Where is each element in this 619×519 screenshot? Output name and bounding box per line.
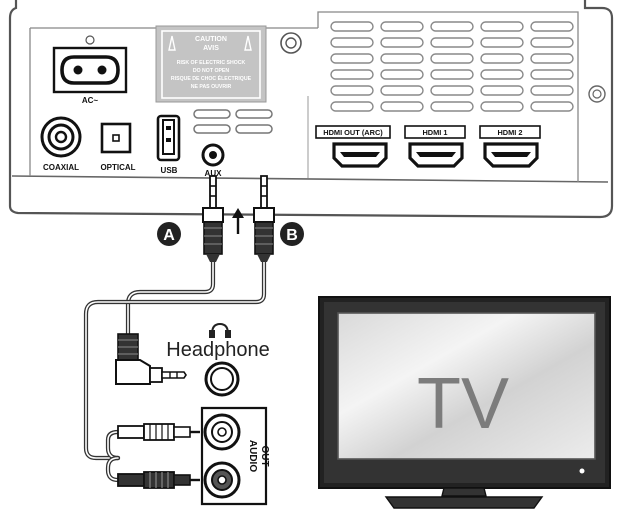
aux-jack[interactable]	[201, 143, 225, 167]
caution-line: NE PAS OUVRIR	[191, 84, 232, 90]
ac-label: AC~	[82, 96, 99, 105]
cable-wires	[83, 257, 267, 483]
arrow-up-icon	[232, 208, 244, 234]
hdmi1-port[interactable]	[408, 142, 464, 168]
hdmi-label-boxes	[315, 125, 541, 139]
warning-triangle-icon	[244, 35, 252, 51]
audio-out-label: AUDIO	[247, 440, 258, 472]
tv: TV	[318, 296, 611, 509]
caution-line: DO NOT OPEN	[193, 68, 230, 74]
hdmi1-label: HDMI 1	[422, 128, 447, 137]
headphone-jack[interactable]	[204, 361, 240, 397]
caution-line: RISQUE DE CHOC ÉLECTRIQUE	[171, 74, 252, 82]
warning-triangle-icon	[168, 35, 176, 51]
headphone-icon	[209, 322, 231, 338]
tv-label: TV	[417, 364, 509, 444]
connector-a-letter: A	[163, 227, 175, 244]
tv-stand	[441, 487, 487, 497]
usb-label: USB	[161, 166, 178, 175]
coaxial-jack[interactable]	[40, 116, 82, 158]
usb-port[interactable]	[156, 114, 181, 162]
caution-title: CAUTION	[195, 36, 227, 43]
headphone-plug[interactable]	[115, 333, 187, 385]
screw-icon	[588, 85, 606, 103]
vent-grid	[330, 21, 574, 112]
plug-a[interactable]	[202, 175, 224, 262]
vent-slots-small	[193, 109, 273, 134]
ac-power-socket[interactable]	[52, 35, 128, 94]
caution-title-fr: AVIS	[203, 45, 219, 52]
hdmi2-label: HDMI 2	[497, 128, 522, 137]
optical-port[interactable]	[100, 122, 132, 154]
hdmi-arc-port[interactable]	[332, 142, 388, 168]
panel-lower-edge	[11, 175, 609, 183]
audio-out-label-2: OUT	[259, 445, 270, 466]
optical-label: OPTICAL	[100, 163, 135, 172]
tv-power-led	[579, 468, 585, 474]
caution-line: RISK OF ELECTRIC SHOCK	[177, 60, 246, 66]
screw-icon	[280, 32, 302, 54]
headphone-label: Headphone	[166, 339, 269, 361]
tv-stand-base	[384, 496, 544, 509]
tv-audio-out-panel: AUDIO OUT	[200, 406, 270, 506]
hdmi2-port[interactable]	[483, 142, 539, 168]
hdmi-arc-label: HDMI OUT (ARC)	[323, 128, 383, 137]
connector-b-badge: B	[280, 222, 304, 246]
rca-plug-top[interactable]	[117, 423, 200, 441]
aux-label: AUX	[205, 169, 223, 178]
device-rear-panel: AC~ COAXIAL OPTICAL USB CAUTION	[8, 0, 614, 219]
rca-plug-bottom[interactable]	[117, 471, 200, 489]
connector-a-badge: A	[157, 222, 181, 246]
caution-label: CAUTION AVIS RISK OF ELECTRIC SHOCK DO N…	[155, 25, 267, 103]
plug-b[interactable]	[253, 175, 275, 262]
connector-b-letter: B	[286, 227, 298, 244]
coaxial-label: COAXIAL	[43, 163, 79, 172]
